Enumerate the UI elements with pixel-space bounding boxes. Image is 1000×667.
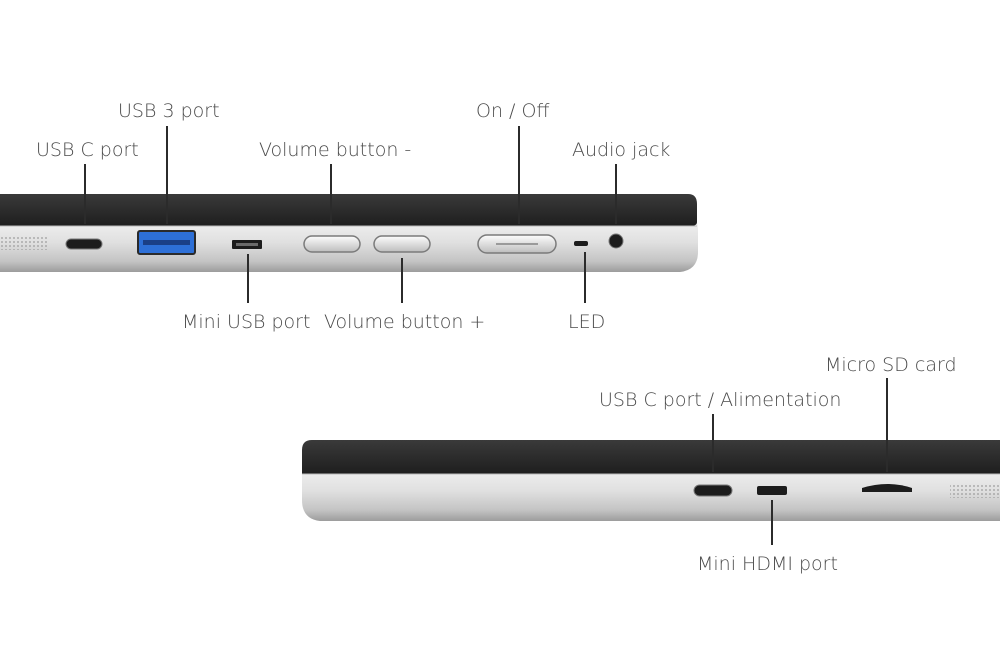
top-device-bezel xyxy=(0,194,697,226)
label-on-off: On / Off xyxy=(476,100,550,122)
mini-usb-port-icon xyxy=(232,240,262,249)
bottom-device-bezel xyxy=(302,440,1000,474)
label-usb3-port: USB 3 port xyxy=(118,100,220,122)
mini-hdmi-port-icon xyxy=(757,486,787,495)
volume-minus-button-icon xyxy=(303,235,361,253)
usb3-port-icon xyxy=(137,230,196,255)
speaker-grill-left xyxy=(0,236,48,250)
bottom-device-edge xyxy=(302,440,1000,521)
volume-plus-button-icon xyxy=(373,235,431,253)
label-mini-hdmi-port: Mini HDMI port xyxy=(697,553,838,575)
speaker-grill-right xyxy=(950,483,1000,498)
label-volume-plus: Volume button + xyxy=(324,311,485,333)
usb-c-power-port-icon xyxy=(693,484,733,497)
audio-jack-icon xyxy=(608,233,624,249)
usb-c-port-icon xyxy=(65,238,103,250)
label-audio-jack: Audio jack xyxy=(572,139,670,161)
label-led: LED xyxy=(568,311,605,333)
top-device-edge xyxy=(0,194,698,272)
label-volume-minus: Volume button - xyxy=(259,139,411,161)
micro-sd-slot-icon xyxy=(862,484,912,492)
led-icon xyxy=(574,241,588,246)
label-mini-usb-port: Mini USB port xyxy=(182,311,310,333)
bottom-device-body xyxy=(302,466,1000,521)
label-usb-c-power: USB C port / Alimentation xyxy=(599,389,841,411)
label-micro-sd-card: Micro SD card xyxy=(825,354,957,376)
label-usb-c-port: USB C port xyxy=(36,139,139,161)
